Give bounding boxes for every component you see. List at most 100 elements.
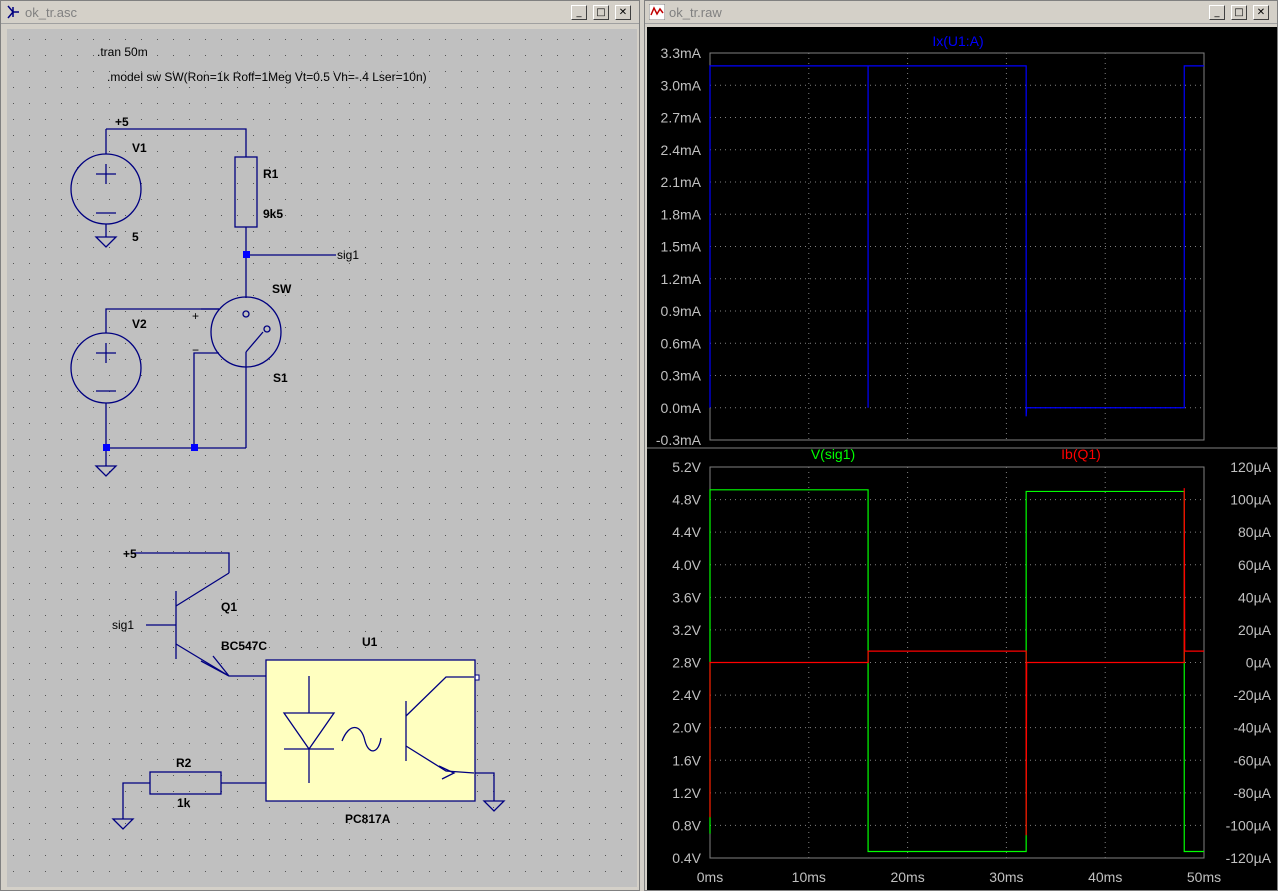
label-s1[interactable]: S1 [273,371,288,385]
trace-ib-q1[interactable] [709,488,1204,836]
junction-gnd-1 [103,444,110,451]
schematic-titlebar[interactable]: ok_tr.asc _ □ ✕ [1,1,639,24]
bottom-right-y-tick-label: -20µA [1233,687,1271,703]
top-y-tick-label: 0.9mA [661,303,702,319]
bottom-left-y-tick-label: 5.2V [672,459,701,475]
label-v1[interactable]: V1 [132,141,147,155]
close-button[interactable]: ✕ [1253,5,1269,20]
top-y-tick-label: 3.3mA [661,45,702,61]
u1-optocoupler[interactable] [265,659,476,802]
bottom-left-y-tick-label: 4.8V [672,492,701,508]
bottom-right-y-tick-label: 60µA [1238,557,1272,573]
x-tick-label: 30ms [989,869,1023,885]
label-v1-value[interactable]: 5 [132,230,139,244]
bottom-grid [710,466,1204,859]
junction-gnd-2 [191,444,198,451]
waveform-window-title: ok_tr.raw [669,5,722,20]
bottom-left-y-tick-label: 0.8V [672,817,701,833]
label-sig1-net[interactable]: sig1 [337,248,359,262]
bottom-left-y-tick-label: 2.0V [672,720,701,736]
top-y-tick-label: 1.2mA [661,271,702,287]
bottom-left-y-tick-label: 2.8V [672,655,701,671]
bottom-left-y-axis[interactable]: 5.2V4.8V4.4V4.0V3.6V3.2V2.8V2.4V2.0V1.6V… [672,459,701,866]
top-traces [709,65,1204,417]
trace-ix-u1a[interactable] [709,65,1204,417]
bottom-left-y-tick-label: 0.4V [672,850,701,866]
bottom-left-y-tick-label: 4.0V [672,557,701,573]
x-axis[interactable]: 0ms 10ms 20ms 30ms 40ms 50ms [697,869,1221,885]
label-q1[interactable]: Q1 [221,600,237,614]
bottom-right-y-tick-label: -60µA [1233,752,1271,768]
switch-plus-sign: + [192,309,199,323]
close-button[interactable]: ✕ [615,5,631,20]
bottom-right-y-tick-label: 20µA [1238,622,1272,638]
wire-plus5 [106,128,247,157]
trace-title-ib-q1[interactable]: Ib(Q1) [1061,446,1101,462]
switch-minus-sign: − [192,343,199,357]
minimize-button[interactable]: _ [1209,5,1225,20]
trace-title-v-sig1[interactable]: V(sig1) [811,446,855,462]
bottom-right-y-tick-label: 80µA [1238,524,1272,540]
bottom-pane[interactable]: 5.2V4.8V4.4V4.0V3.6V3.2V2.8V2.4V2.0V1.6V… [672,446,1271,885]
tran-directive[interactable]: .tran 50m [97,45,148,59]
schematic-window-title: ok_tr.asc [25,5,78,20]
label-r2-value[interactable]: 1k [177,796,191,810]
label-q1-model[interactable]: BC547C [221,639,267,653]
bottom-left-y-tick-label: 3.2V [672,622,701,638]
maximize-button[interactable]: □ [1231,5,1247,20]
label-plus5-top: +5 [115,115,129,129]
bottom-right-y-tick-label: 0µA [1246,655,1272,671]
transistor-app-icon [5,4,21,20]
label-plus5-bottom: +5 [123,547,137,561]
label-sw[interactable]: SW [272,282,292,296]
label-v2[interactable]: V2 [132,317,147,331]
bottom-traces [709,488,1204,853]
top-y-tick-label: 0.0mA [661,400,702,416]
trace-v-sig1[interactable] [709,489,1204,853]
top-y-tick-label: 3.0mA [661,77,702,93]
top-y-tick-label: 1.8mA [661,206,702,222]
top-y-tick-label: 2.4mA [661,142,702,158]
label-r1-value[interactable]: 9k5 [263,207,283,221]
s1-switch[interactable] [193,296,282,448]
top-y-axis[interactable]: 3.3mA3.0mA2.7mA2.4mA2.1mA1.8mA1.5mA1.2mA… [656,45,702,448]
bottom-right-y-tick-label: -40µA [1233,720,1271,736]
x-tick-label: 10ms [792,869,826,885]
x-tick-label: 20ms [890,869,924,885]
bottom-right-y-tick-label: -100µA [1226,817,1272,833]
x-tick-label: 40ms [1088,869,1122,885]
model-directive[interactable]: .model sw SW(Ron=1k Roff=1Meg Vt=0.5 Vh=… [107,70,427,84]
bottom-left-y-tick-label: 2.4V [672,687,701,703]
x-tick-label: 0ms [697,869,723,885]
junction-sig1 [243,251,250,258]
bottom-left-y-tick-label: 3.6V [672,589,701,605]
label-u1[interactable]: U1 [362,635,378,649]
bottom-left-y-tick-label: 4.4V [672,524,701,540]
waveform-plot-area[interactable]: 3.3mA3.0mA2.7mA2.4mA2.1mA1.8mA1.5mA1.2mA… [647,27,1277,890]
label-u1-model[interactable]: PC817A [345,812,391,826]
schematic-window[interactable]: ok_tr.asc _ □ ✕ .tran 50m .model sw SW(R… [0,0,640,891]
bottom-right-y-tick-label: 40µA [1238,589,1272,605]
top-pane[interactable]: 3.3mA3.0mA2.7mA2.4mA2.1mA1.8mA1.5mA1.2mA… [656,33,1205,448]
bottom-right-y-tick-label: -120µA [1226,850,1272,866]
waveform-app-icon [648,3,666,21]
v2-voltage-source[interactable] [70,308,246,477]
bottom-right-y-axis[interactable]: 120µA 100µA 80µA 60µA 40µA 20µA 0µA -20µA -40µA -… [1226,459,1272,866]
bottom-right-y-tick-label: 120µA [1230,459,1271,475]
label-r1[interactable]: R1 [263,167,279,181]
label-sig1-base[interactable]: sig1 [112,618,134,632]
bottom-right-y-tick-label: 100µA [1230,492,1271,508]
v1-voltage-source[interactable] [70,129,142,248]
trace-title-ix-u1a[interactable]: Ix(U1:A) [932,33,983,49]
waveform-titlebar[interactable]: ok_tr.raw _ □ ✕ [645,1,1277,24]
top-y-tick-label: 0.6mA [661,335,702,351]
top-y-tick-label: -0.3mA [656,432,702,448]
maximize-button[interactable]: □ [593,5,609,20]
bottom-right-y-tick-label: -80µA [1233,785,1271,801]
x-tick-label: 50ms [1187,869,1221,885]
label-r2[interactable]: R2 [176,756,192,770]
top-y-tick-label: 1.5mA [661,239,702,255]
schematic-canvas[interactable]: .tran 50m .model sw SW(Ron=1k Roff=1Meg … [7,29,637,887]
minimize-button[interactable]: _ [571,5,587,20]
